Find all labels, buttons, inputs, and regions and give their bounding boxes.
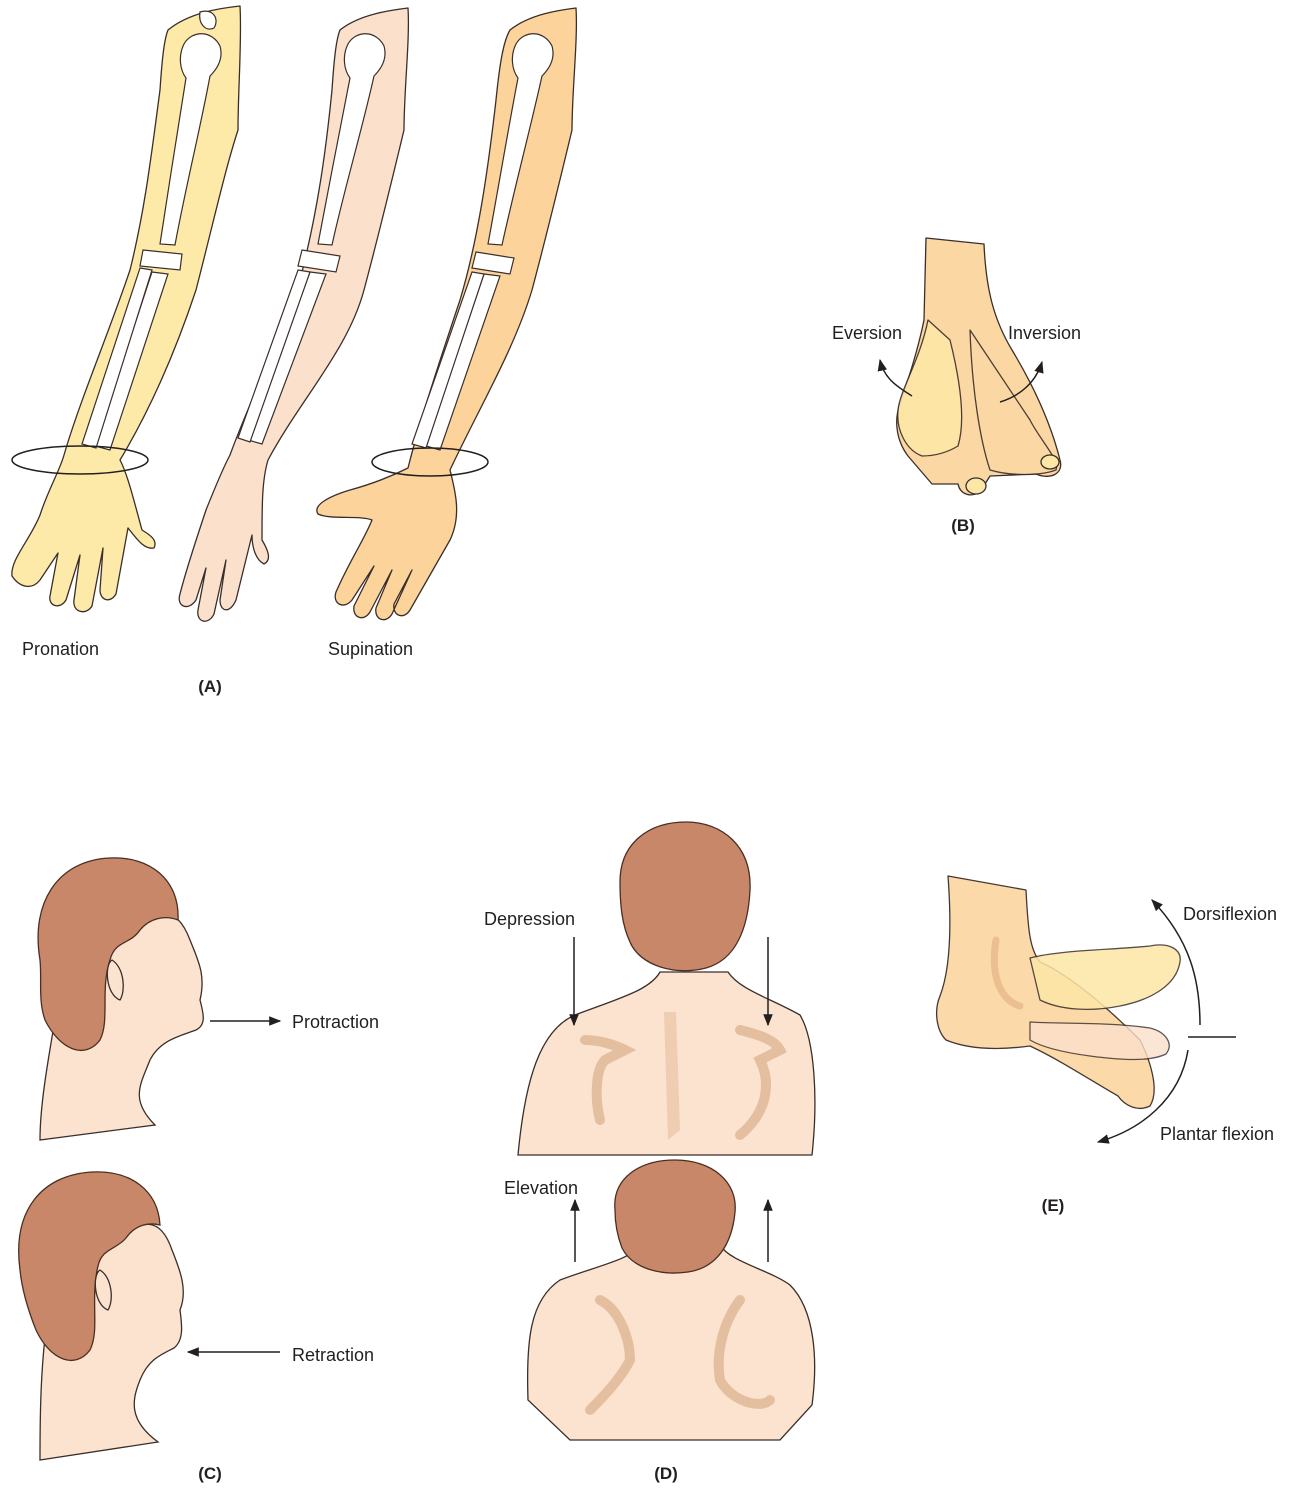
depression-label: Depression xyxy=(484,909,575,929)
protraction-label: Protraction xyxy=(292,1012,379,1032)
back-elevation-illustration xyxy=(528,1160,815,1440)
panel-e-label: (E) xyxy=(1042,1196,1065,1215)
panel-c-label: (C) xyxy=(198,1464,222,1483)
head-protraction-illustration xyxy=(38,858,280,1140)
inversion-label: Inversion xyxy=(1008,323,1081,343)
panel-a-label: (A) xyxy=(198,677,222,696)
panel-b-foot: Eversion Inversion (B) xyxy=(832,238,1081,535)
elevation-label: Elevation xyxy=(504,1178,578,1198)
supination-label: Supination xyxy=(328,639,413,659)
panel-e-foot: Dorsiflexion Plantar flexion (E) xyxy=(937,876,1277,1215)
foot-front-illustration xyxy=(880,238,1061,495)
dorsiflexion-label: Dorsiflexion xyxy=(1183,904,1277,924)
panel-b-label: (B) xyxy=(951,516,975,535)
plantar-flexion-label: Plantar flexion xyxy=(1160,1124,1274,1144)
pronation-label: Pronation xyxy=(22,639,99,659)
panel-a-arms: Pronation Supination (A) xyxy=(12,6,577,696)
panel-d-backs: Depression Elevation (D) xyxy=(484,822,815,1483)
panel-c-heads: Protraction Retraction (C) xyxy=(19,858,379,1483)
head-retraction-illustration xyxy=(19,1172,280,1460)
panel-d-label: (D) xyxy=(654,1464,678,1483)
back-depression-illustration xyxy=(518,822,815,1155)
eversion-label: Eversion xyxy=(832,323,902,343)
retraction-label: Retraction xyxy=(292,1345,374,1365)
